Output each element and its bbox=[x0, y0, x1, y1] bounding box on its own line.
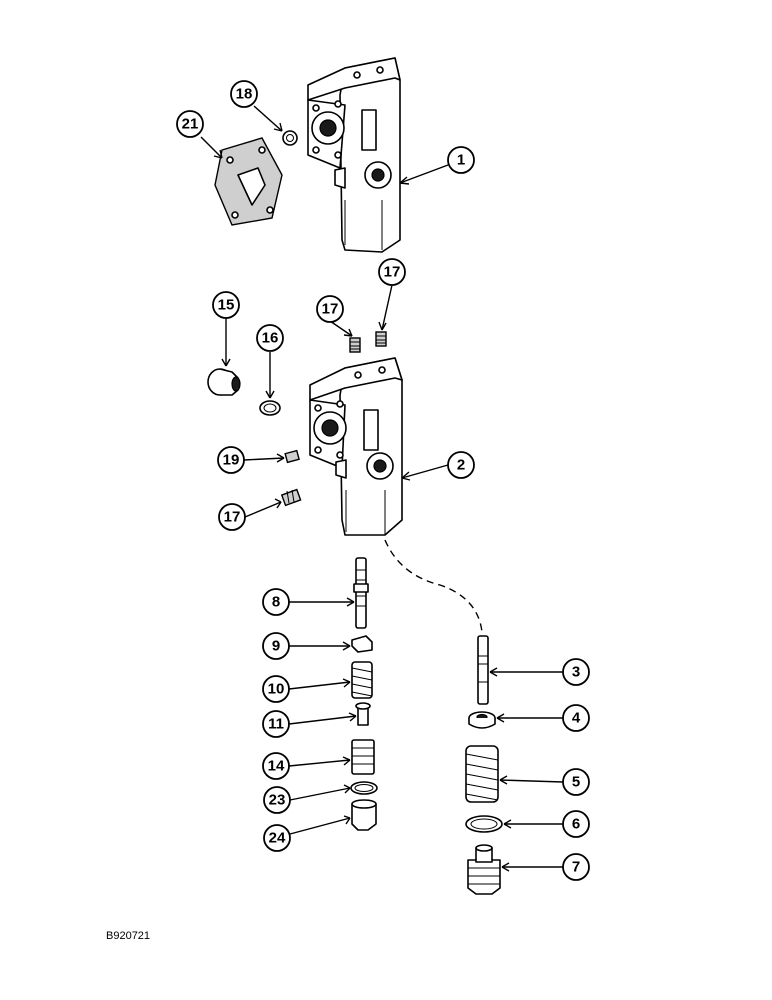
svg-text:21: 21 bbox=[182, 116, 199, 133]
svg-text:2: 2 bbox=[457, 457, 465, 474]
callout-4: 4 bbox=[562, 704, 590, 732]
plug-24 bbox=[351, 799, 377, 831]
spool-8 bbox=[353, 557, 369, 629]
callout-3: 3 bbox=[562, 658, 590, 686]
svg-text:6: 6 bbox=[572, 816, 580, 833]
callout-17c: 17 bbox=[218, 503, 246, 531]
callout-24: 24 bbox=[263, 824, 291, 852]
svg-text:17: 17 bbox=[322, 301, 339, 318]
callout-7: 7 bbox=[562, 853, 590, 881]
set-screw-17c bbox=[280, 488, 302, 507]
callout-11: 11 bbox=[262, 710, 290, 738]
svg-text:1: 1 bbox=[457, 152, 465, 169]
callout-17b: 17 bbox=[378, 258, 406, 286]
assembly-dashed-line bbox=[384, 539, 483, 633]
callout-16: 16 bbox=[256, 324, 284, 352]
plug-15 bbox=[207, 368, 241, 396]
set-screw-17a bbox=[349, 337, 361, 353]
sleeve-14 bbox=[351, 739, 375, 775]
callout-6: 6 bbox=[562, 810, 590, 838]
svg-text:15: 15 bbox=[218, 297, 235, 314]
svg-text:3: 3 bbox=[572, 664, 580, 681]
o-ring-6 bbox=[465, 815, 503, 833]
svg-text:19: 19 bbox=[223, 452, 240, 469]
callout-19: 19 bbox=[217, 446, 245, 474]
svg-text:7: 7 bbox=[572, 859, 580, 876]
callout-2: 2 bbox=[447, 451, 475, 479]
callout-1: 1 bbox=[447, 146, 475, 174]
spool-3 bbox=[477, 635, 489, 705]
plug-7 bbox=[467, 844, 501, 895]
callout-5: 5 bbox=[562, 768, 590, 796]
spring-5 bbox=[465, 745, 499, 803]
valve-body-lower bbox=[309, 357, 403, 536]
retainer-4 bbox=[468, 711, 496, 729]
svg-text:18: 18 bbox=[236, 86, 253, 103]
callout-10: 10 bbox=[262, 675, 290, 703]
svg-text:14: 14 bbox=[268, 758, 285, 775]
spring-10 bbox=[351, 661, 373, 699]
callout-18: 18 bbox=[230, 80, 258, 108]
o-ring-18 bbox=[282, 130, 298, 146]
svg-text:17: 17 bbox=[224, 509, 241, 526]
callout-14: 14 bbox=[262, 752, 290, 780]
callout-21: 21 bbox=[176, 110, 204, 138]
pin-11 bbox=[355, 702, 371, 726]
svg-text:5: 5 bbox=[572, 774, 580, 791]
retainer-9 bbox=[351, 635, 373, 653]
leader-lines bbox=[200, 105, 564, 872]
callout-9: 9 bbox=[262, 632, 290, 660]
svg-text:8: 8 bbox=[272, 594, 280, 611]
svg-text:23: 23 bbox=[269, 792, 286, 809]
callout-17a: 17 bbox=[316, 295, 344, 323]
svg-text:17: 17 bbox=[384, 264, 401, 281]
drawing-number: B920721 bbox=[106, 930, 151, 942]
o-ring-16 bbox=[259, 400, 281, 416]
set-screw-19 bbox=[284, 449, 300, 464]
callout-8: 8 bbox=[262, 588, 290, 616]
o-ring-23 bbox=[350, 781, 378, 795]
svg-text:16: 16 bbox=[262, 330, 279, 347]
callout-23: 23 bbox=[263, 786, 291, 814]
svg-text:4: 4 bbox=[572, 710, 581, 727]
valve-body-upper bbox=[307, 57, 401, 253]
svg-text:11: 11 bbox=[268, 716, 284, 733]
callout-15: 15 bbox=[212, 291, 240, 319]
svg-text:24: 24 bbox=[269, 830, 286, 847]
svg-text:9: 9 bbox=[272, 638, 280, 655]
set-screw-17b bbox=[375, 331, 387, 347]
gasket bbox=[214, 137, 283, 226]
svg-text:10: 10 bbox=[268, 681, 285, 698]
